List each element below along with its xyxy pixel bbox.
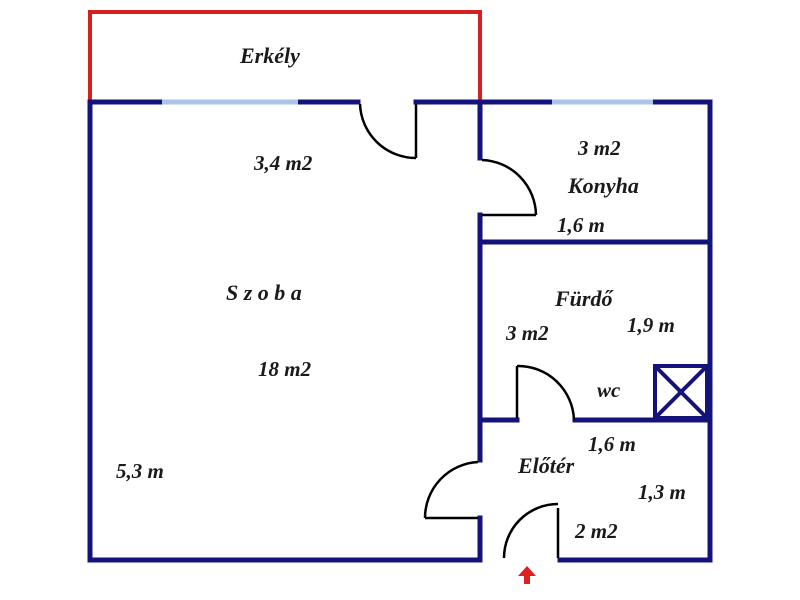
- ventilation-shaft-icon: [653, 364, 709, 420]
- kitchen-name: Konyha: [567, 173, 639, 198]
- kitchen-area: 3 m2: [577, 136, 621, 160]
- hallway-dimension-height: 1,3 m: [638, 480, 686, 504]
- room-area: 18 m2: [258, 357, 312, 381]
- room-dimension: 5,3 m: [116, 459, 164, 483]
- hallway-area: 2 m2: [574, 519, 618, 543]
- kitchen-dimension: 1,6 m: [557, 213, 605, 237]
- bathroom-dimension: 1,9 m: [627, 313, 675, 337]
- hallway-dimension-width: 1,6 m: [588, 432, 636, 456]
- wc-label: wc: [597, 378, 621, 402]
- bathroom-name: Fürdő: [554, 286, 614, 311]
- balcony-name: Erkély: [239, 43, 300, 68]
- walls: [87, 99, 713, 563]
- entrance-arrow-icon: [518, 566, 536, 584]
- hallway-name: Előtér: [517, 453, 575, 478]
- balcony-area: 3,4 m2: [253, 151, 313, 175]
- balcony-railing: [88, 10, 482, 100]
- doors: [358, 103, 576, 559]
- room-name: S z o b a: [226, 280, 302, 305]
- bathroom-area: 3 m2: [505, 321, 549, 345]
